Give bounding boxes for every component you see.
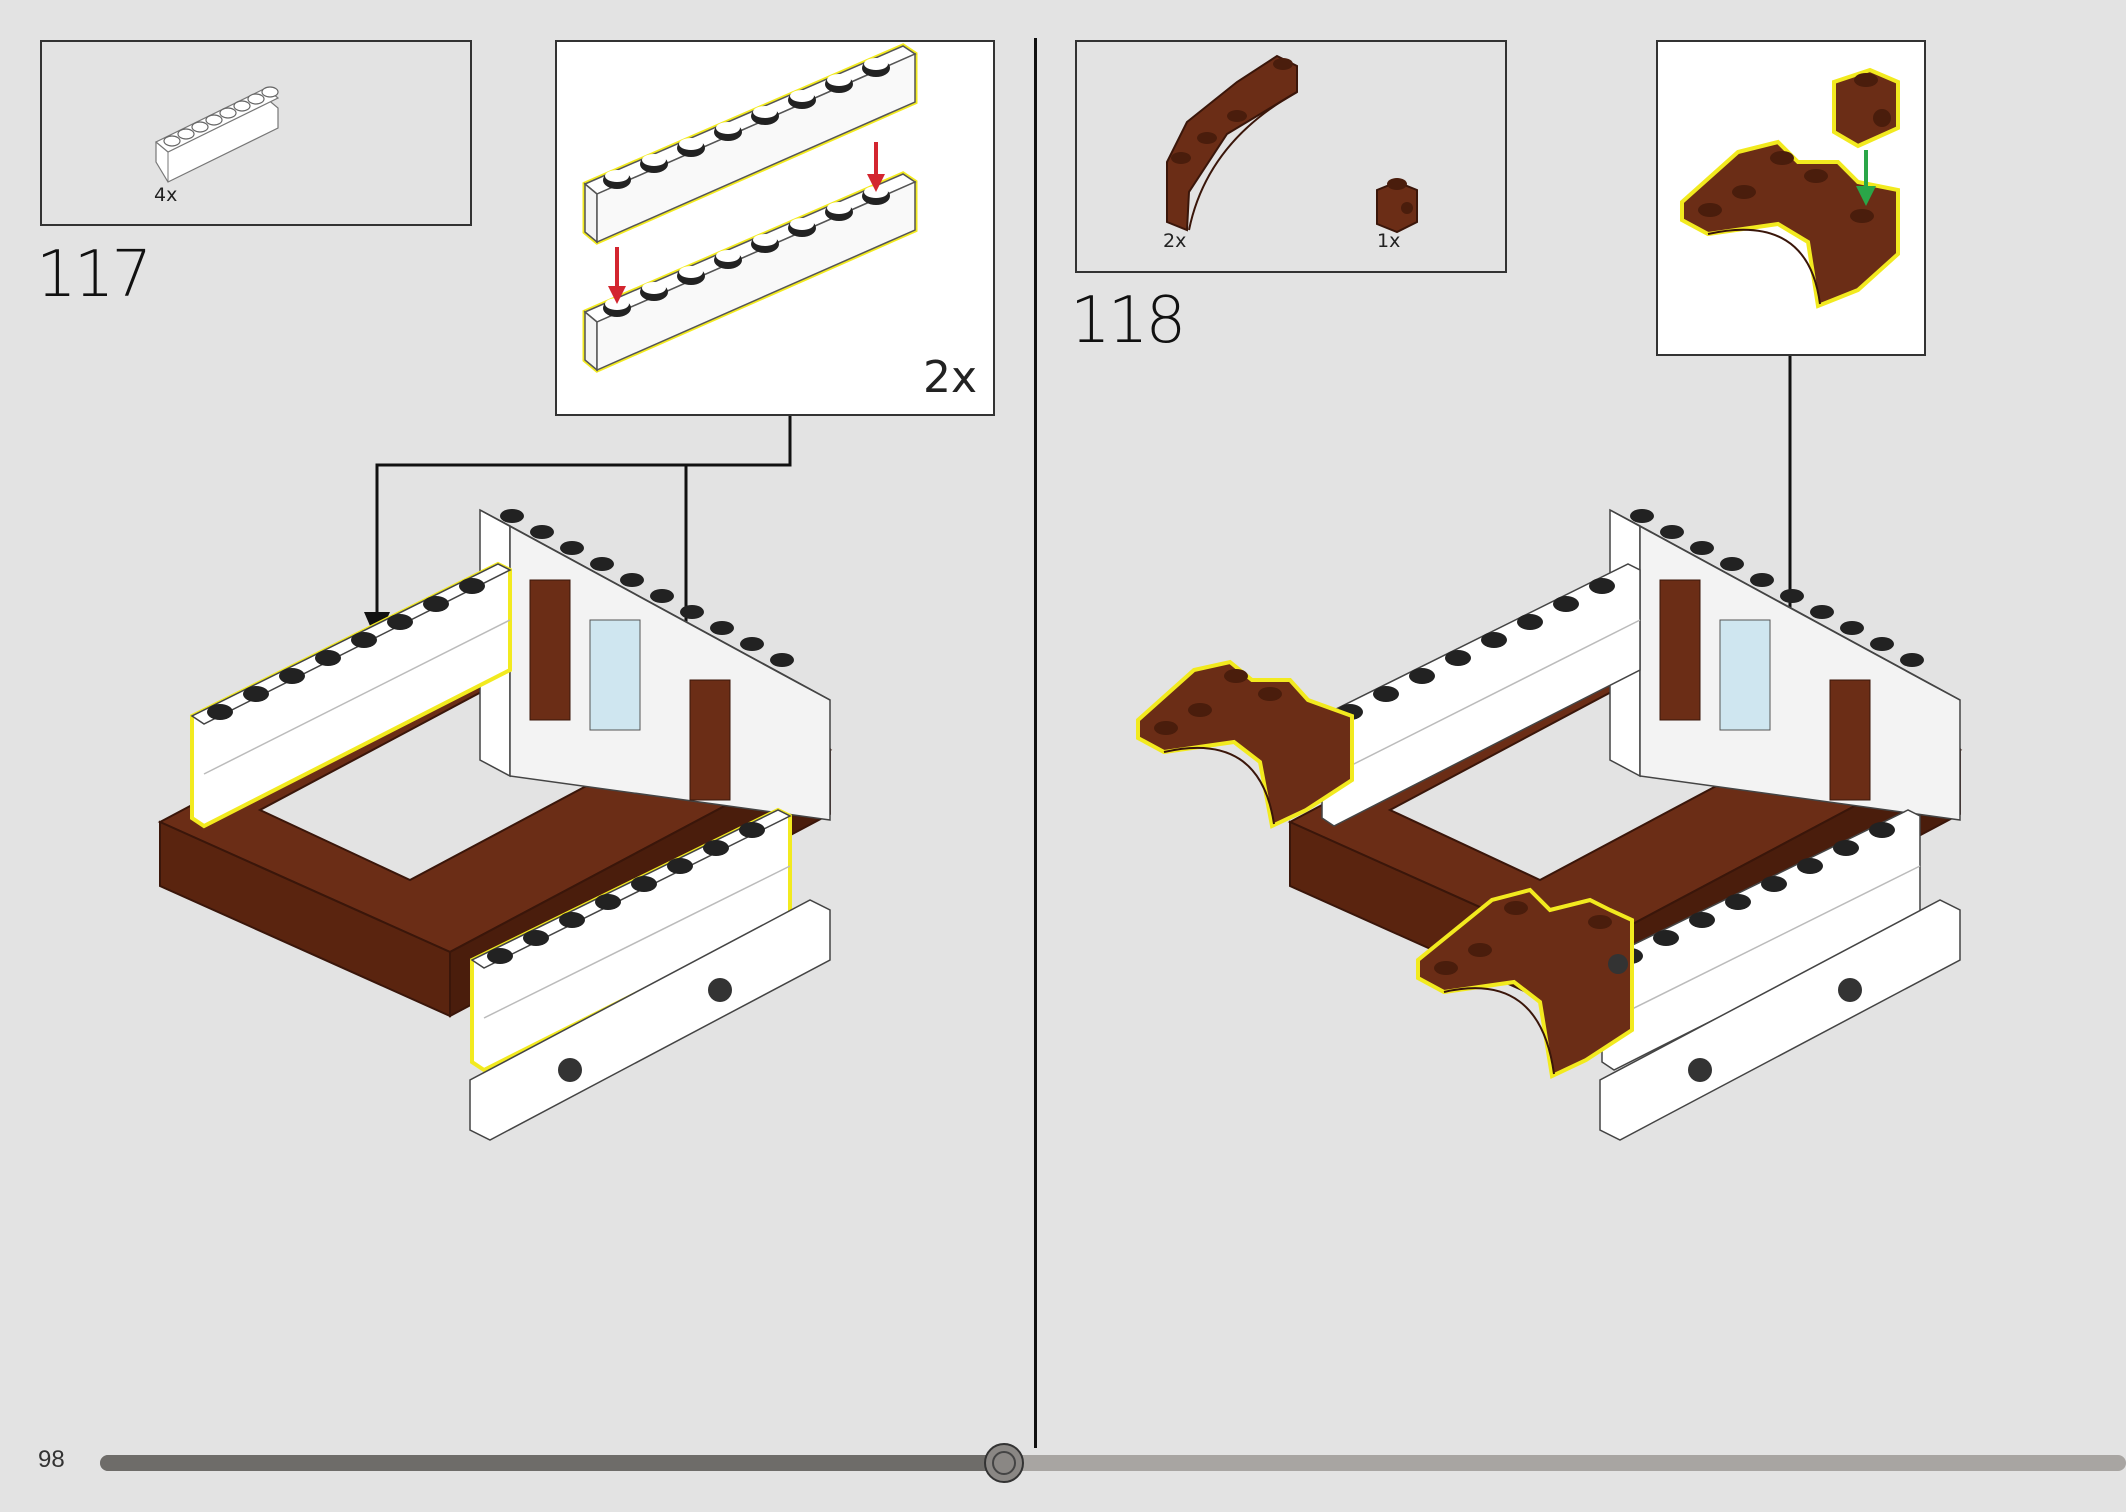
progress-fill (100, 1455, 1004, 1471)
part-qty: 2x (1163, 230, 1187, 252)
brown-1x1-brick-side-stud-icon (1376, 178, 1418, 234)
subassembly-callout-117: 2x (555, 40, 995, 416)
step-number: 117 (36, 238, 152, 312)
parts-list-box-118: 2x 1x (1075, 40, 1507, 273)
page-divider (1034, 38, 1037, 1448)
brown-arch-brick-icon (1166, 54, 1298, 232)
step-118-model-illustration (1136, 508, 1963, 1141)
white-1x8-brick-icon (154, 86, 280, 183)
part-qty: 1x (1377, 230, 1401, 252)
page-number: 98 (38, 1446, 65, 1473)
subassembly-count: 2x (923, 352, 978, 403)
part-qty: 4x (154, 184, 178, 206)
subassembly-callout-118 (1656, 40, 1926, 356)
step-117-model-illustration (157, 508, 833, 1141)
progress-track (100, 1443, 2126, 1483)
parts-list-box-117: 4x (40, 40, 472, 226)
subassembly-arch-illustration (1680, 67, 1900, 309)
subassembly-bricks-illustration (582, 43, 918, 373)
progress-thumb[interactable] (983, 1443, 1024, 1483)
step-number: 118 (1070, 284, 1186, 358)
